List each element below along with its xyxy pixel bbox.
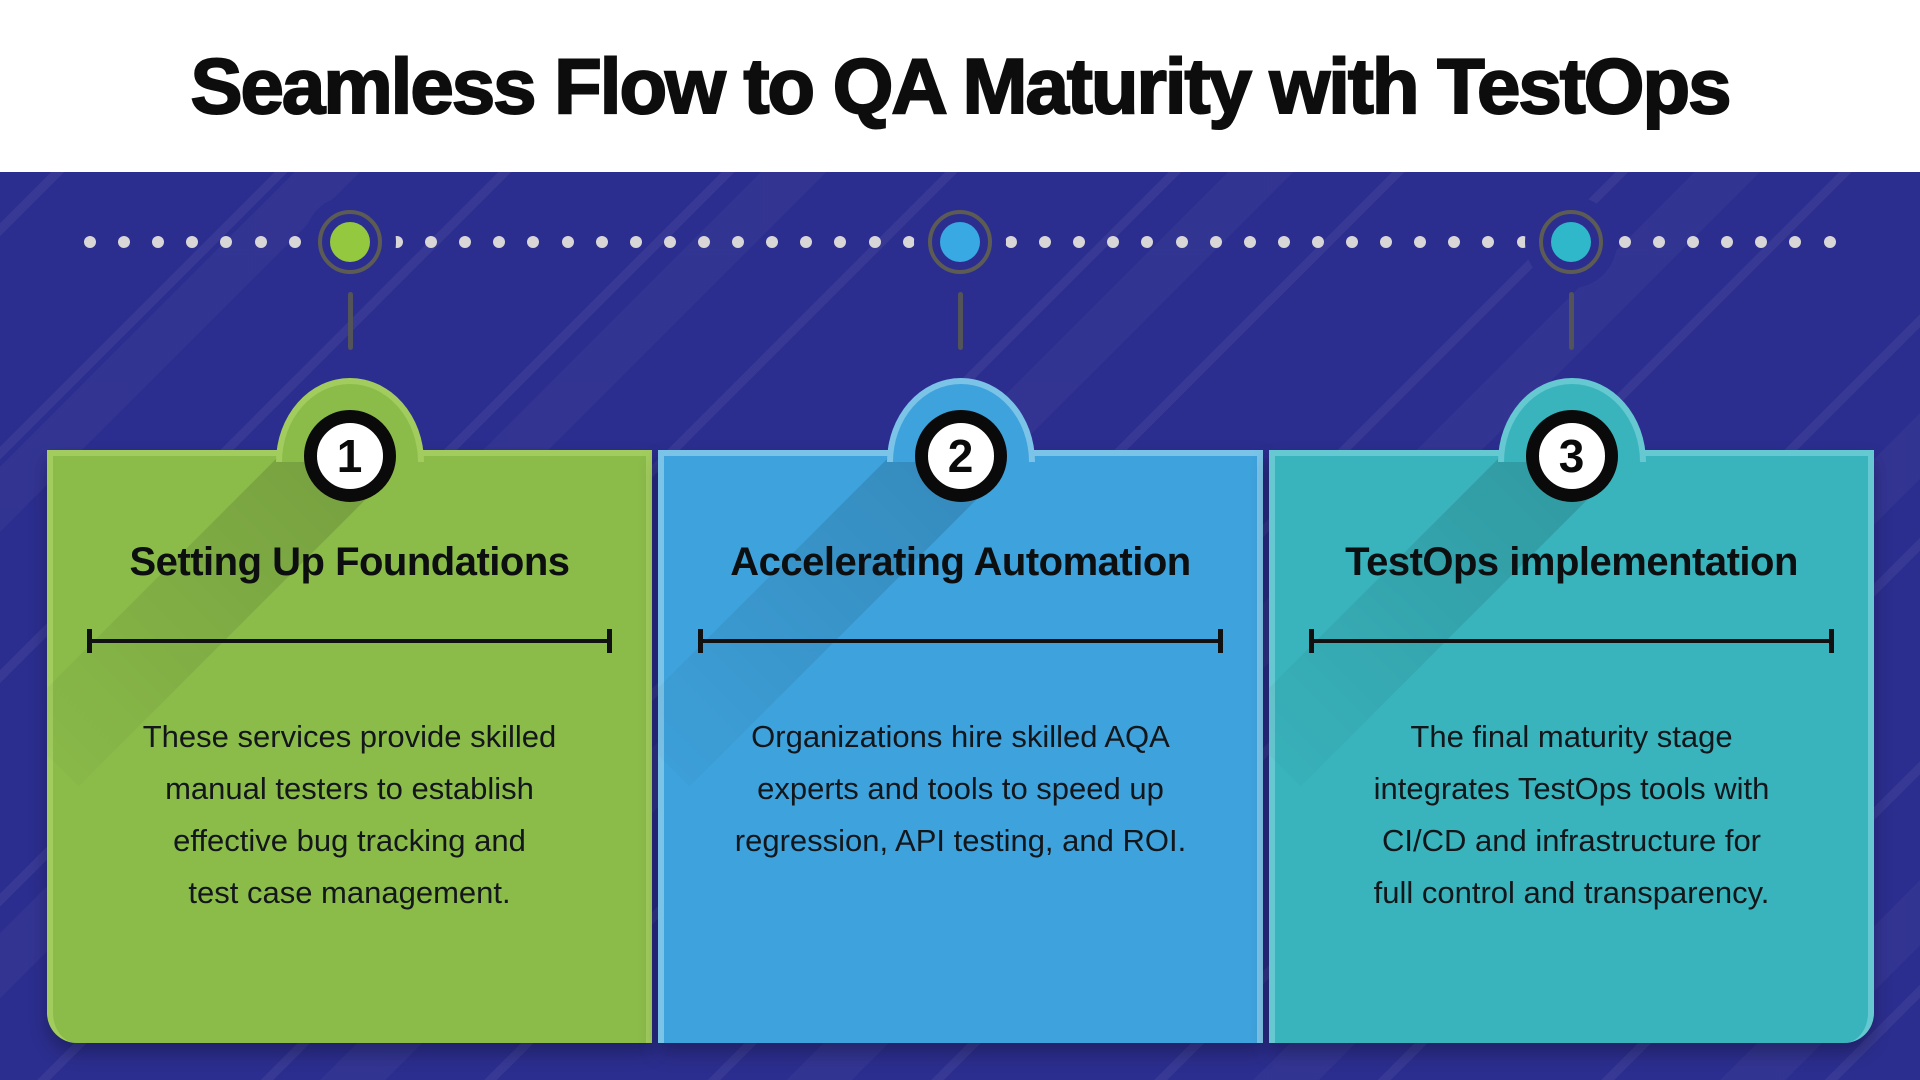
timeline-dot [766,236,779,248]
timeline-dot [220,236,233,248]
timeline-dot [800,236,813,248]
timeline-dot [84,236,96,248]
timeline-dot [902,236,915,248]
timeline-dot [732,236,745,248]
timeline-dot [1107,236,1120,248]
node-ring [318,210,382,274]
cards-row: 1 Setting Up Foundations These services … [47,378,1874,1043]
timeline-dot [425,236,438,248]
timeline-dot [561,236,574,248]
timeline-dot [1311,236,1324,248]
node-ring [1539,210,1603,274]
timeline-dot [1687,236,1700,248]
timeline-dot [834,236,847,248]
timeline-dot [595,236,608,248]
timeline-dot [254,236,267,248]
card-title: TestOps implementation [1345,540,1798,584]
timeline-dot [1618,236,1631,248]
timeline-dot [1721,236,1734,248]
timeline-dot [868,236,881,248]
timeline-dot [1414,236,1427,248]
step-badge-1: 1 [303,410,396,502]
node-connector-2 [958,292,963,350]
timeline-dot [1380,236,1393,248]
timeline-dot [1175,236,1188,248]
step-badge-2: 2 [914,410,1007,502]
node-connector-1 [348,292,353,350]
timeline-dot [1789,236,1802,248]
timeline-dot [1277,236,1290,248]
card-content: Setting Up Foundations These services pr… [53,456,646,1043]
timeline-dot [1448,236,1461,248]
timeline-dot [1823,236,1836,248]
card-testops-implementation: 3 TestOps implementation The final matur… [1269,378,1874,1043]
card-divider [87,629,612,653]
node-dot-green [330,222,370,262]
step-number: 3 [1558,430,1585,482]
card-divider [698,629,1223,653]
timeline-dot [493,236,506,248]
timeline-dot [1004,236,1017,248]
card-content: Accelerating Automation Organizations hi… [664,456,1257,1043]
card-description: The final maturity stage integrates Test… [1373,719,1770,910]
timeline-dot [1073,236,1086,248]
timeline-dot [1755,236,1768,248]
card-setting-up-foundations: 1 Setting Up Foundations These services … [47,378,652,1043]
timeline-dot [1209,236,1222,248]
timeline-dot [1243,236,1256,248]
timeline-dot [152,236,165,248]
card-description: Organizations hire skilled AQA experts a… [734,719,1187,858]
node-connector-3 [1569,292,1574,350]
timeline-dot [288,236,301,248]
timeline-dot [1653,236,1666,248]
step-number: 1 [336,430,363,482]
timeline-dot [1346,236,1359,248]
card-accelerating-automation: 2 Accelerating Automation Organizations … [658,378,1263,1043]
timeline-dot [629,236,642,248]
header-band: Seamless Flow to QA Maturity with TestOp… [0,0,1920,172]
timeline-dot [663,236,676,248]
node-ring [928,210,992,274]
timeline-dot [1482,236,1495,248]
node-dot-teal [1551,222,1591,262]
card-divider [1309,629,1834,653]
timeline-dot [1141,236,1154,248]
step-number: 2 [947,430,974,482]
timeline-dot [459,236,472,248]
page-title: Seamless Flow to QA Maturity with TestOp… [190,41,1733,131]
card-description: These services provide skilled manual te… [142,719,557,910]
timeline-dot [527,236,540,248]
card-content: TestOps implementation The final maturit… [1275,456,1868,1043]
node-dot-blue [940,222,980,262]
timeline-dot [118,236,131,248]
timeline-dot [697,236,710,248]
card-title: Accelerating Automation [730,540,1191,584]
timeline-dot [186,236,199,248]
timeline-dot [1039,236,1052,248]
card-title: Setting Up Foundations [129,540,570,584]
step-badge-3: 3 [1525,410,1618,502]
